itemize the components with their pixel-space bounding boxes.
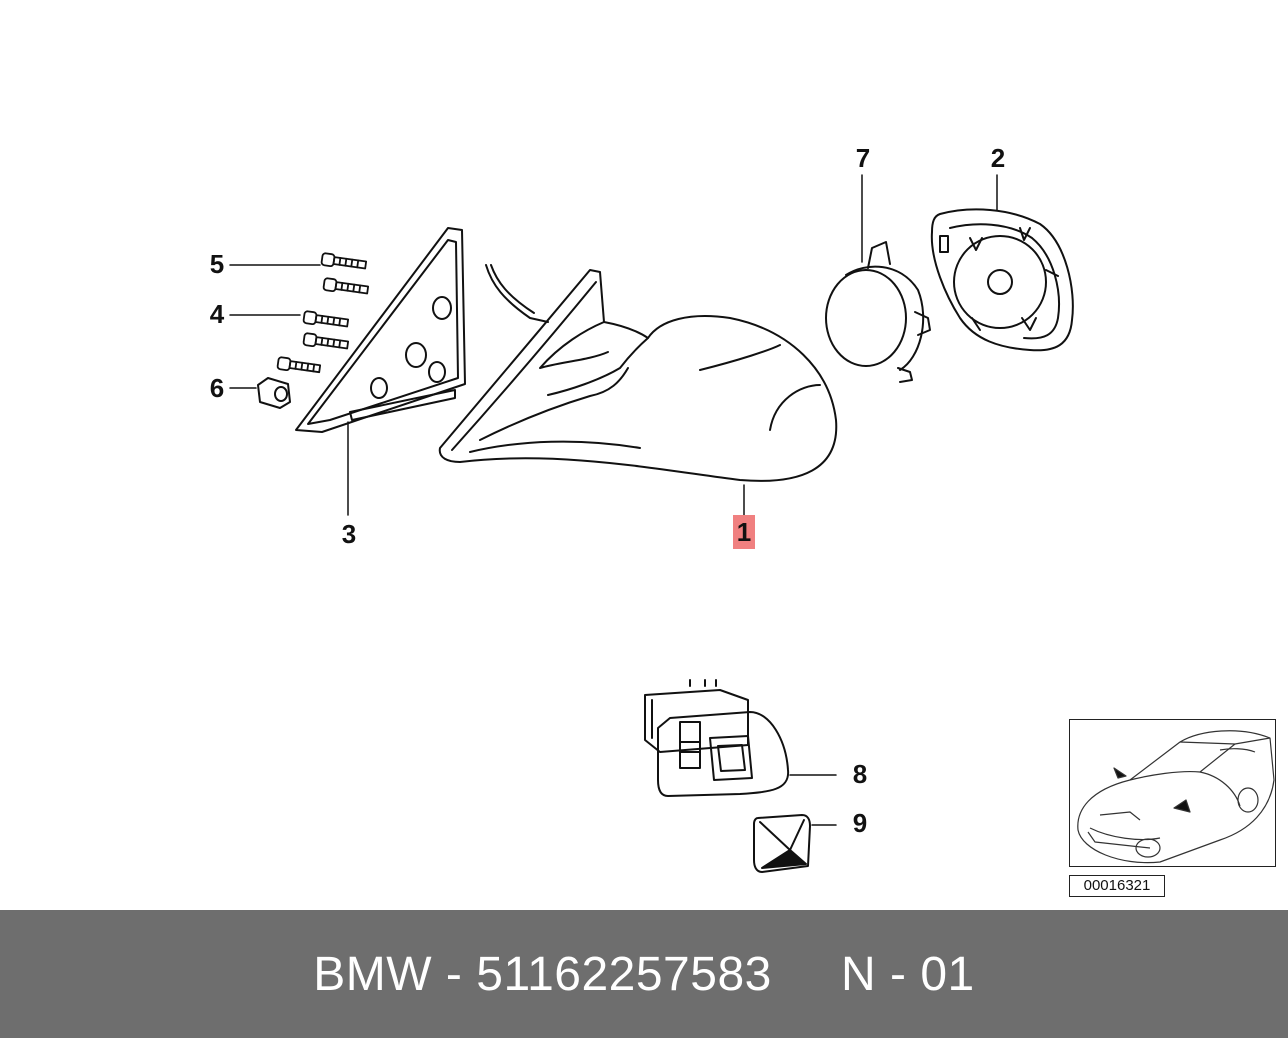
callout-2: 2 (990, 143, 1006, 173)
nut-part (257, 377, 291, 409)
switch-cap (753, 814, 811, 873)
callout-3: 3 (341, 519, 357, 549)
mirror-housing (438, 264, 838, 482)
callout-7: 7 (855, 143, 871, 173)
callout-1: 1 (733, 515, 755, 549)
footer-bar: BMW - 51162257583 N - 01 (0, 910, 1288, 1038)
callout-8: 8 (852, 759, 868, 789)
callout-5: 5 (209, 249, 225, 279)
leader-lines (229, 174, 998, 826)
mirror-switch (644, 679, 790, 797)
part-number-caption: BMW - 51162257583 N - 01 (313, 947, 975, 1001)
car-outline-drawing (1077, 730, 1275, 864)
callout-6: 6 (209, 373, 225, 403)
callout-9: 9 (852, 808, 868, 838)
diagram-reference-code: 00016321 (1069, 875, 1165, 897)
mounting-plate (295, 227, 466, 433)
callout-4: 4 (209, 299, 225, 329)
mirror-motor (825, 241, 931, 383)
parts-diagram: 1 2 3 4 5 6 7 8 9 00016321 (209, 143, 1276, 897)
screws (276, 252, 370, 374)
diagram-drawing (229, 174, 1074, 873)
car-location-inset (1069, 719, 1276, 867)
mirror-glass (930, 208, 1074, 352)
